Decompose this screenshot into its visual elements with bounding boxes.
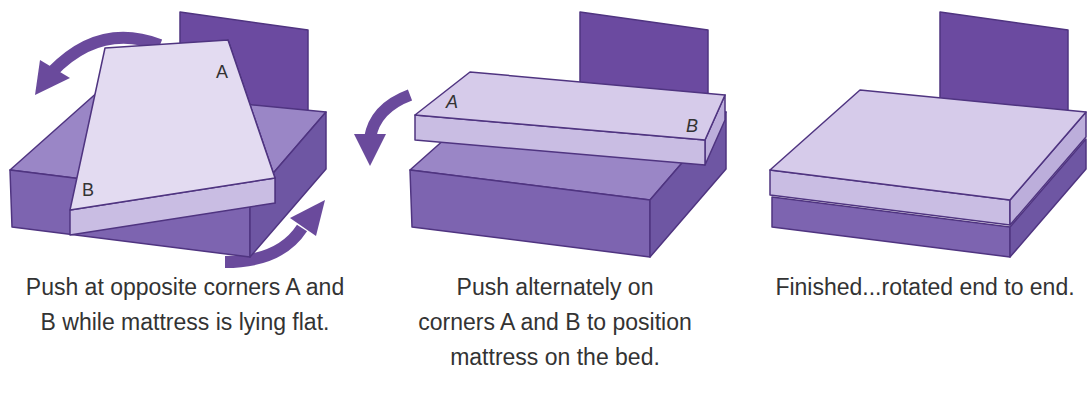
corner-letter: A — [216, 62, 228, 82]
box-spring-front — [410, 170, 650, 257]
step-caption: Push alternately on corners A and B to p… — [395, 270, 715, 375]
mattress-top — [70, 40, 275, 210]
panel-1 — [10, 12, 326, 257]
mattress-top — [770, 90, 1086, 200]
arrow-head — [354, 134, 386, 166]
corner-letter: B — [82, 180, 94, 200]
corner-letter: B — [686, 116, 698, 136]
arrow-shaft — [370, 95, 410, 138]
panel-3 — [770, 12, 1086, 257]
step-caption: Push at opposite corners A and B while m… — [25, 270, 345, 340]
mattress-top — [415, 72, 725, 140]
panel-2 — [410, 12, 726, 257]
arrow-head — [35, 60, 70, 95]
corner-letter: A — [446, 92, 458, 112]
step-caption: Finished...rotated end to end. — [775, 270, 1075, 305]
